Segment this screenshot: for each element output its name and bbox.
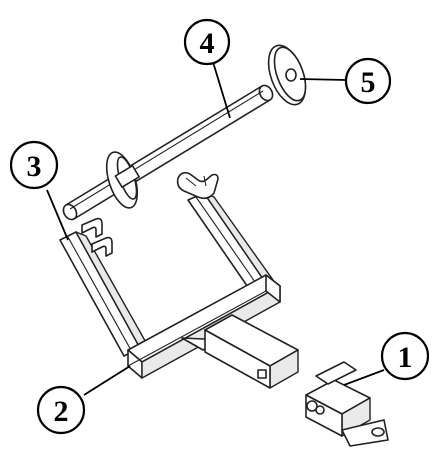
- callout-label-1: 1: [398, 341, 413, 374]
- callout-label-3: 3: [27, 150, 42, 183]
- callout-label-4: 4: [200, 27, 215, 60]
- leader-line-3: [46, 189, 69, 241]
- callout-4: 4: [183, 18, 231, 66]
- hitch-adapter: [305, 361, 389, 447]
- axle-shaft: [62, 84, 274, 221]
- callout-3: 3: [9, 140, 59, 190]
- callout-5: 5: [344, 57, 392, 105]
- washer: [267, 44, 307, 106]
- callout-1: 1: [380, 331, 430, 381]
- leader-line-2: [83, 365, 131, 396]
- leader-line-1: [343, 369, 385, 386]
- callout-label-2: 2: [54, 395, 69, 428]
- callout-label-5: 5: [361, 66, 376, 99]
- leader-line-4: [212, 61, 231, 119]
- leader-line-5: [299, 78, 347, 81]
- main-frame: [59, 171, 299, 389]
- callout-2: 2: [36, 385, 86, 435]
- axle-washer-inner: [105, 151, 140, 209]
